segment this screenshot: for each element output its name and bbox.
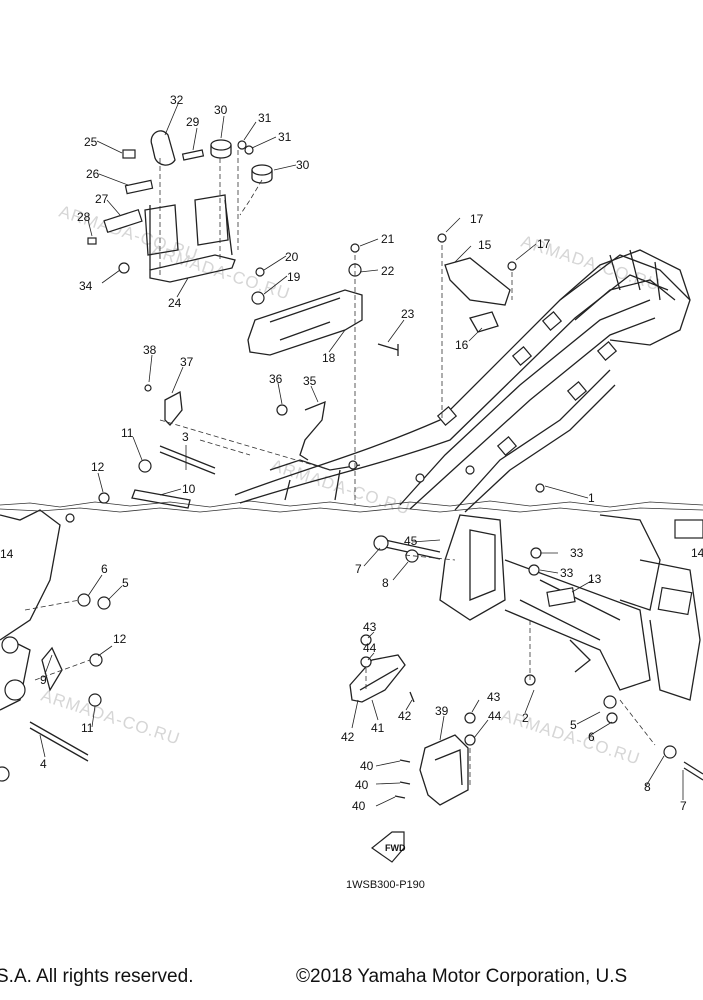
break-line [0, 500, 703, 508]
fwd-label: FWD [385, 843, 406, 853]
callout-19: 19 [287, 270, 301, 284]
callout-42: 42 [398, 709, 412, 723]
callout-6: 6 [101, 562, 108, 576]
callout-15: 15 [478, 238, 492, 252]
callout-23: 23 [401, 307, 415, 321]
callout-40: 40 [352, 799, 366, 813]
callout-11: 11 [81, 721, 94, 735]
callout-11: 11 [121, 426, 134, 440]
watermark: ARMADA-CO.RU [499, 706, 643, 769]
callout-43: 43 [487, 690, 501, 704]
callout-3: 3 [182, 430, 189, 444]
callout-17: 17 [470, 212, 484, 226]
callout-42: 42 [341, 730, 355, 744]
callout-35: 35 [303, 374, 317, 388]
callout-43: 43 [363, 620, 377, 634]
callout-12: 12 [113, 632, 127, 646]
callout-30: 30 [214, 103, 228, 117]
callout-22: 22 [381, 264, 395, 278]
callout-30: 30 [296, 158, 310, 172]
leader-lines [39, 103, 684, 807]
callout-38: 38 [143, 343, 157, 357]
copyright-left: S.A. All rights reserved. [0, 966, 194, 987]
callout-40: 40 [355, 778, 369, 792]
fwd-arrow-icon: FWD [370, 831, 406, 863]
part-25-icon [122, 149, 136, 159]
callout-8: 8 [644, 780, 651, 794]
copyright-right: ©2018 Yamaha Motor Corporation, U.S [296, 966, 628, 987]
upper-covers [247, 233, 517, 505]
callout-1: 1 [588, 491, 595, 505]
callout-12: 12 [91, 460, 105, 474]
callout-31: 31 [258, 111, 272, 125]
callout-37: 37 [180, 355, 194, 369]
callout-9: 9 [40, 673, 47, 687]
lower-left-assembly [0, 509, 111, 782]
callout-numbers: 1 2 3 4 5 5 6 6 7 7 8 8 9 10 11 11 12 12… [0, 93, 703, 813]
callout-33: 33 [570, 546, 584, 560]
callout-33: 33 [560, 566, 574, 580]
callout-40: 40 [360, 759, 374, 773]
drawing-code: 1WSB300-P190 [346, 879, 425, 891]
callout-10: 10 [182, 482, 196, 496]
callout-25: 25 [84, 135, 98, 149]
callout-5: 5 [122, 576, 129, 590]
callout-27: 27 [95, 192, 109, 206]
callout-36: 36 [269, 372, 283, 386]
callout-39: 39 [435, 704, 449, 718]
callout-44: 44 [363, 641, 377, 655]
lower-guards [349, 634, 476, 806]
watermark: ARMADA-CO.RU [149, 241, 293, 304]
callout-26: 26 [86, 167, 100, 181]
main-frame [234, 249, 691, 513]
callout-31: 31 [278, 130, 292, 144]
lower-right-frame [373, 514, 703, 781]
callout-18: 18 [322, 351, 336, 365]
upper-left-fasteners [98, 384, 331, 509]
callout-20: 20 [285, 250, 299, 264]
callout-7: 7 [680, 799, 687, 813]
callout-2: 2 [522, 711, 529, 725]
callout-5: 5 [570, 718, 577, 732]
callout-7: 7 [355, 562, 362, 576]
callout-24: 24 [168, 296, 182, 310]
callout-41: 41 [371, 721, 385, 735]
electrical-bracket-assembly [87, 130, 273, 283]
callout-14: 14 [691, 546, 703, 560]
callout-28: 28 [77, 210, 91, 224]
callout-44: 44 [488, 709, 502, 723]
callout-14: 14 [0, 547, 14, 561]
callout-21: 21 [381, 232, 395, 246]
callout-34: 34 [79, 279, 93, 293]
callout-29: 29 [186, 115, 200, 129]
callout-6: 6 [588, 730, 595, 744]
callout-16: 16 [455, 338, 469, 352]
callout-13: 13 [588, 572, 602, 586]
callout-17: 17 [537, 237, 551, 251]
callout-32: 32 [170, 93, 184, 107]
callout-45: 45 [404, 534, 418, 548]
callout-8: 8 [382, 576, 389, 590]
callout-4: 4 [40, 757, 47, 771]
